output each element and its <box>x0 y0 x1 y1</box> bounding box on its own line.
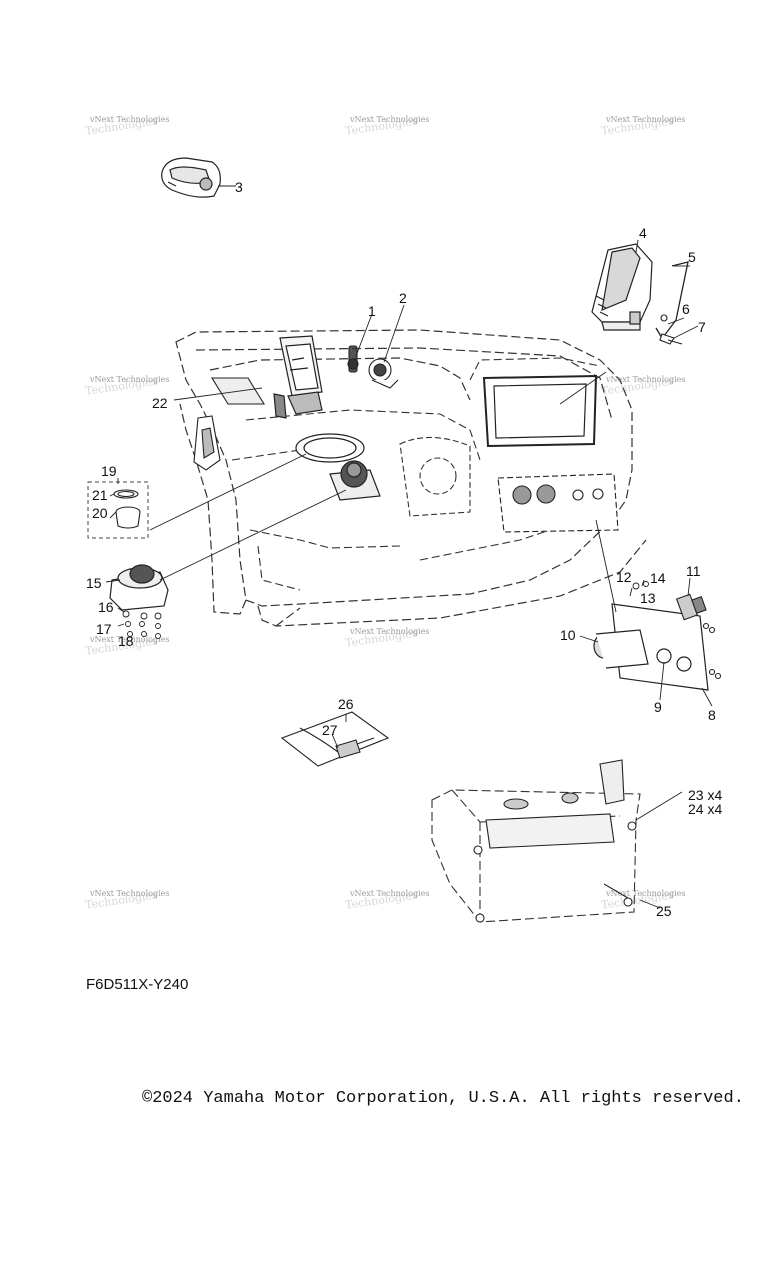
callout-25: 25 <box>656 903 672 919</box>
watermark: Technologies vNext Technologies <box>84 889 169 912</box>
callout-6: 6 <box>682 301 690 317</box>
leader-lines <box>105 185 713 909</box>
callout-21: 21 <box>92 487 108 503</box>
callout-16: 16 <box>98 599 114 615</box>
dash-rear-details <box>473 759 637 923</box>
watermark-text: vNext Technologies <box>89 375 169 384</box>
callout-14: 14 <box>650 570 666 586</box>
dash-screen <box>482 374 598 448</box>
callout-3: 3 <box>235 179 243 195</box>
callout-22: 22 <box>152 395 168 411</box>
watermark-text: vNext Technologies <box>349 115 429 124</box>
cupholder-on-dash <box>295 433 365 463</box>
callout-18: 18 <box>118 633 134 649</box>
callout-17: 17 <box>96 621 112 637</box>
callout-5: 5 <box>688 249 696 265</box>
phone-holder-part <box>273 335 323 419</box>
toggle-switch-part <box>593 629 649 669</box>
watermark: Technologies vNext Technologies <box>344 889 429 912</box>
connector-part <box>675 593 722 680</box>
watermark-text: vNext Technologies <box>605 375 685 384</box>
wire-harness-kit <box>280 711 390 767</box>
callout-11: 11 <box>686 563 701 579</box>
mode-knob-part <box>109 564 169 611</box>
watermark-text: vNext Technologies <box>605 889 685 898</box>
callout-10: 10 <box>560 627 576 643</box>
watermark: Technologies vNext Technologies <box>600 115 685 138</box>
left-trim-part <box>193 415 221 471</box>
callout-2: 2 <box>399 290 407 306</box>
console-knob <box>329 460 381 501</box>
callout-13: 13 <box>640 590 656 606</box>
watermark-text: vNext Technologies <box>605 115 685 124</box>
callout-4: 4 <box>639 225 647 241</box>
cup-ring-part <box>113 489 139 499</box>
dashboard-outline <box>175 329 647 627</box>
callout-23: 23 x4 <box>688 787 722 803</box>
callout-7: 7 <box>698 319 706 335</box>
diagram-code: F6D511X-Y240 <box>86 976 189 993</box>
callout-24: 24 x4 <box>688 801 722 817</box>
watermark-text: vNext Technologies <box>89 115 169 124</box>
nut-washer-set <box>122 610 162 639</box>
bolt-part <box>659 314 683 345</box>
watermark: Technologies vNext Technologies <box>344 627 429 650</box>
display-unit-part <box>591 243 653 331</box>
callout-26: 26 <box>338 696 354 712</box>
copyright-notice: ©2024 Yamaha Motor Corporation, U.S.A. A… <box>142 1089 744 1108</box>
remote-fob-part <box>161 157 221 198</box>
callout-9: 9 <box>654 699 662 715</box>
watermark: Technologies vNext Technologies <box>344 115 429 138</box>
watermark-text: vNext Technologies <box>89 635 169 644</box>
callout-12: 12 <box>616 569 632 585</box>
callout-19: 19 <box>101 463 117 479</box>
watermark: Technologies vNext Technologies <box>84 115 169 138</box>
cup-insert-part <box>115 506 141 529</box>
callout-1: 1 <box>368 303 376 319</box>
steering-column-cutout <box>399 436 471 517</box>
callout-8: 8 <box>708 707 716 723</box>
switch-panel <box>497 473 619 533</box>
watermark-text: vNext Technologies <box>349 889 429 898</box>
callout-20: 20 <box>92 505 108 521</box>
watermark-text: vNext Technologies <box>89 889 169 898</box>
callout-15: 15 <box>86 575 102 591</box>
callout-27: 27 <box>322 722 338 738</box>
small-fasteners <box>632 581 649 590</box>
watermark: Technologies vNext Technologies <box>600 889 685 912</box>
power-outlet-part <box>368 358 399 389</box>
callout-labels: 1 2 3 4 5 6 7 8 9 10 11 12 13 14 15 16 1… <box>86 179 722 919</box>
watermark-text: vNext Technologies <box>349 627 429 636</box>
watermark: Technologies vNext Technologies <box>600 375 685 398</box>
